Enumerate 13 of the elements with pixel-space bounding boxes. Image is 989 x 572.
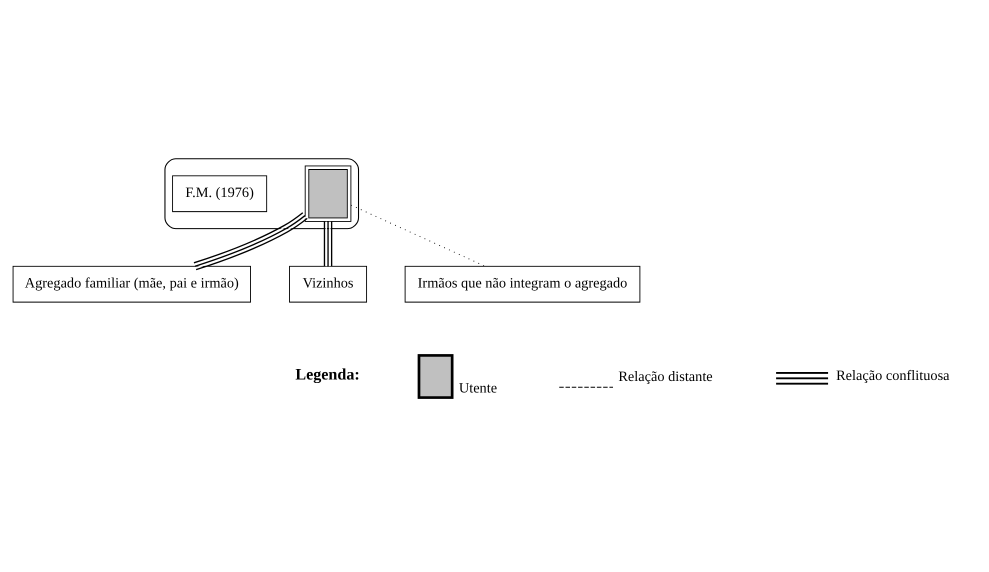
- legend-label: Relação distante: [618, 368, 713, 385]
- connector: [324, 222, 332, 266]
- node-box: [304, 165, 352, 222]
- label: Legenda:: [295, 366, 360, 384]
- node-box: Agregado familiar (mãe, pai e irmão): [12, 266, 251, 303]
- node-box: F.M. (1976): [172, 175, 268, 212]
- legend-label: Relação conflituosa: [836, 368, 950, 384]
- connector: [194, 212, 308, 270]
- node-box: Vizinhos: [289, 266, 368, 303]
- connector: [350, 204, 486, 267]
- legend-label: Utente: [458, 380, 498, 396]
- node-box: Irmãos que não integram o agregado: [404, 266, 640, 303]
- cluster: [164, 158, 360, 230]
